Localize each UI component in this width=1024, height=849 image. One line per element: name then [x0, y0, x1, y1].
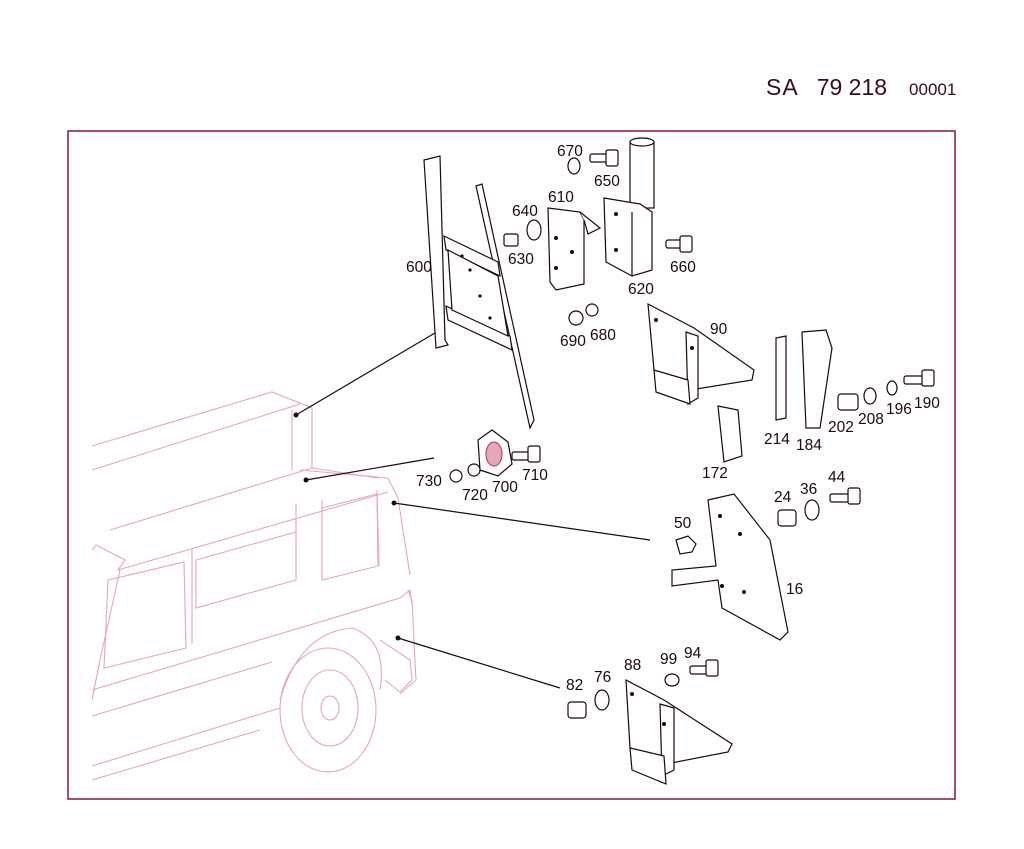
part-600-frame	[423, 155, 535, 430]
callout-196: 196	[886, 401, 912, 418]
callout-700: 700	[492, 479, 518, 496]
hardware-top	[503, 149, 693, 326]
callout-99: 99	[660, 651, 677, 668]
part-88-bracket	[625, 678, 733, 785]
callout-610: 610	[548, 189, 574, 206]
callout-24: 24	[774, 489, 792, 506]
callout-202: 202	[828, 419, 854, 436]
part-16-bracket	[671, 493, 789, 641]
callout-620: 620	[628, 281, 654, 298]
callout-44: 44	[828, 469, 846, 486]
callout-650: 650	[594, 173, 620, 190]
part-172-plate	[717, 405, 743, 463]
hardware-16-set	[675, 487, 861, 555]
callout-670: 670	[557, 143, 583, 160]
callout-680: 680	[590, 327, 616, 344]
part-610-bracket	[547, 207, 602, 291]
callout-94: 94	[684, 645, 702, 662]
callout-690: 690	[560, 333, 586, 350]
part-90-bracket	[647, 302, 755, 406]
callout-90: 90	[710, 321, 728, 338]
hardware-190-202	[837, 369, 935, 411]
part-214-strip	[775, 335, 787, 421]
vehicle-outline	[91, 391, 417, 781]
callout-172: 172	[702, 465, 728, 482]
callout-36: 36	[800, 481, 817, 498]
part-184-wedge	[801, 329, 833, 429]
callout-76: 76	[594, 669, 611, 686]
callout-640: 640	[512, 203, 538, 220]
diagram-frame	[67, 130, 956, 800]
callout-labels: 670 650 640 610 630 600 660 620 690 680 …	[406, 143, 940, 694]
part-700-flange	[449, 429, 541, 483]
callout-720: 720	[462, 487, 488, 504]
callout-730: 730	[416, 473, 442, 490]
callout-660: 660	[670, 259, 696, 276]
callout-50: 50	[674, 515, 692, 532]
callout-208: 208	[858, 411, 884, 428]
callout-214: 214	[764, 431, 790, 448]
doc-sheet: 00001	[909, 80, 957, 99]
callout-600: 600	[406, 259, 432, 276]
callout-82: 82	[566, 677, 583, 694]
callout-16: 16	[786, 581, 803, 598]
callout-88: 88	[624, 657, 641, 674]
leader-lines	[293, 329, 651, 689]
doc-code: SA	[766, 74, 799, 100]
callout-190: 190	[914, 395, 940, 412]
callout-710: 710	[522, 467, 548, 484]
callout-630: 630	[508, 251, 534, 268]
document-id: SA 79 218 00001	[766, 74, 956, 101]
part-620-bracket	[603, 137, 655, 277]
hardware-88-set	[567, 659, 719, 719]
doc-number: 79 218	[816, 74, 888, 100]
callout-184: 184	[796, 437, 822, 454]
